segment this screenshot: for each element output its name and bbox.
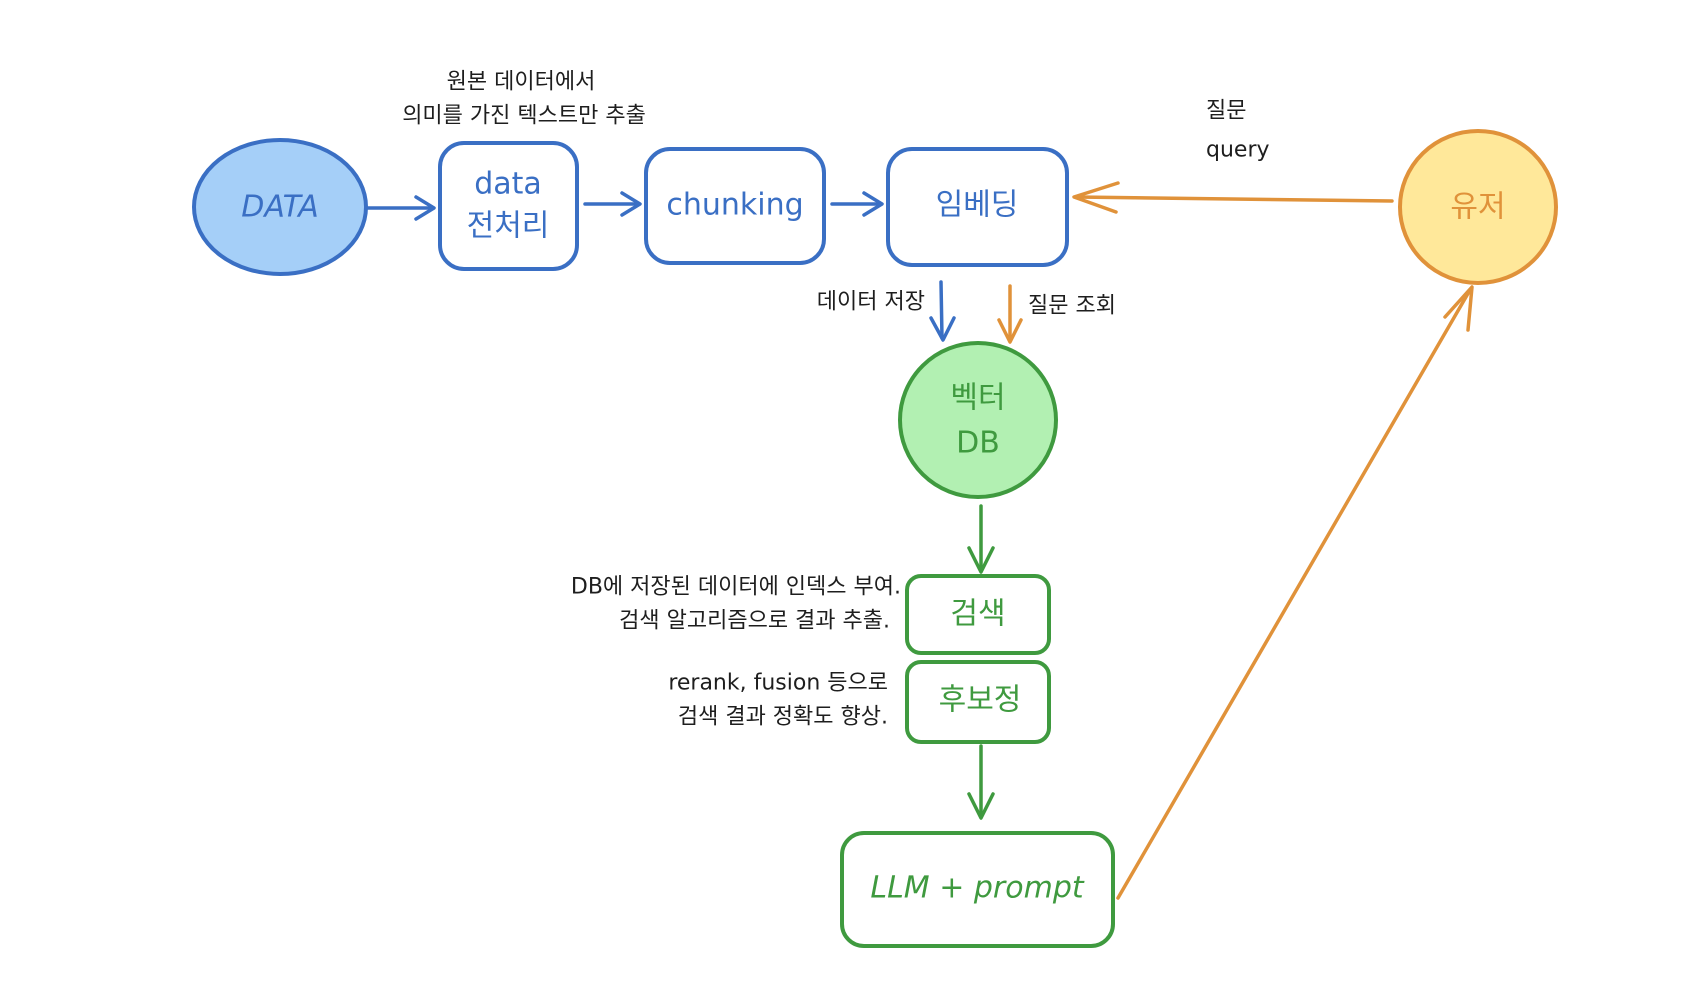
arrow-postprocess-to-llm bbox=[967, 744, 995, 820]
note-preprocess-1: 원본 데이터에서 bbox=[447, 70, 596, 95]
arrow-data-to-preprocess bbox=[366, 195, 436, 221]
node-search: 검색 bbox=[905, 574, 1051, 655]
node-chunking-label: chunking bbox=[666, 188, 803, 223]
node-postprocess: 후보정 bbox=[905, 660, 1051, 744]
arrow-user-to-embedding bbox=[1072, 181, 1394, 214]
node-preprocess-label-2: 전처리 bbox=[467, 209, 550, 244]
arrow-chunking-to-embedding bbox=[830, 191, 884, 217]
node-llm: LLM + prompt bbox=[840, 831, 1115, 948]
note-search-2: 검색 알고리즘으로 결과 추출. bbox=[619, 609, 890, 634]
note-lookup: 질문 조회 bbox=[1028, 294, 1116, 319]
node-user-label: 유저 bbox=[1450, 190, 1505, 225]
node-vector-db-label-1: 벡터 bbox=[950, 381, 1005, 416]
note-post-2: 검색 결과 정확도 향상. bbox=[678, 705, 888, 730]
note-post-1: rerank, fusion 등으로 bbox=[668, 671, 888, 696]
arrow-llm-to-user bbox=[1116, 285, 1474, 900]
arrow-embedding-to-vectordb-store bbox=[929, 280, 956, 342]
node-embedding: 임베딩 bbox=[886, 147, 1069, 267]
node-data-label: DATA bbox=[241, 190, 319, 225]
node-preprocess-label-1: data bbox=[474, 167, 542, 202]
note-query-1: 질문 bbox=[1206, 99, 1246, 124]
node-vector-db: 벡터 DB bbox=[898, 341, 1058, 499]
arrow-vectordb-to-search bbox=[967, 504, 995, 574]
node-search-label: 검색 bbox=[950, 597, 1005, 632]
note-query-2: query bbox=[1206, 138, 1270, 163]
node-postprocess-label: 후보정 bbox=[939, 683, 1022, 718]
node-data: DATA bbox=[192, 138, 368, 276]
node-llm-label: LLM + prompt bbox=[870, 871, 1085, 906]
arrow-preprocess-to-chunking bbox=[583, 191, 642, 217]
note-store: 데이터 저장 bbox=[817, 290, 925, 315]
note-preprocess-2: 의미를 가진 텍스트만 추출 bbox=[402, 104, 646, 129]
node-chunking: chunking bbox=[644, 147, 826, 265]
node-vector-db-label-2: DB bbox=[956, 426, 1000, 461]
node-embedding-label: 임베딩 bbox=[936, 188, 1019, 223]
note-search-1: DB에 저장된 데이터에 인덱스 부여. bbox=[571, 575, 901, 600]
node-user: 유저 bbox=[1398, 129, 1558, 285]
node-preprocess: data 전처리 bbox=[438, 141, 579, 271]
arrow-embedding-to-vectordb-lookup bbox=[997, 284, 1023, 344]
